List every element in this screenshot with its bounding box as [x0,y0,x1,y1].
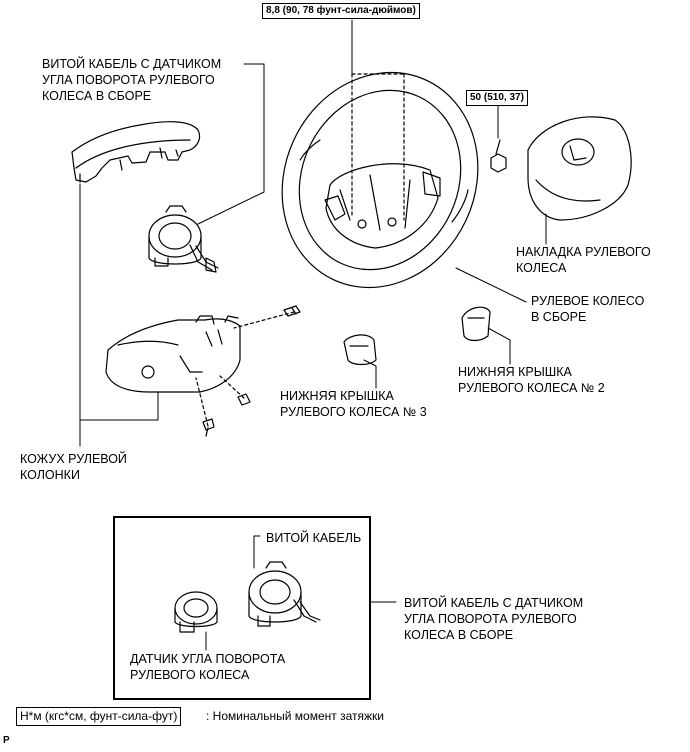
legend-units-box: Н*м (кгс*см, фунт-сила-фут) [16,707,182,726]
lower-cover-2-part [461,306,491,342]
legend-description: : Номинальный момент затяжки [206,709,384,723]
inset-angle-sensor-part [174,591,218,633]
torque-label-wheel-nut: 8,8 (90, 78 фунт-сила-дюймов) [262,3,420,19]
torque-label-pad-bolt: 50 (510, 37) [466,90,528,106]
assembly-lines-wheel [351,73,405,221]
label-spiral-cable: ВИТОЙ КАБЕЛЬ [266,531,362,545]
leader-lines [79,19,547,447]
label-steering-wheel-pad: НАКЛАДКА РУЛЕВОГО КОЛЕСА [516,245,651,275]
label-spiral-cable-sensor-assy-top: ВИТОЙ КАБЕЛЬ С ДАТЧИКОМ УГЛА ПОВОРОТА РУ… [42,57,222,103]
spiral-cable-sensor-part [148,205,219,273]
label-column-cover: КОЖУХ РУЛЕВОЙ КОЛОНКИ [20,452,127,482]
label-lower-cover-3: НИЖНЯЯ КРЫШКА РУЛЕВОГО КОЛЕСА № 3 [280,389,427,419]
label-steering-wheel-assy: РУЛЕВОЕ КОЛЕСО В СБОРЕ [531,294,645,324]
steering-wheel-part [281,71,479,289]
lower-cover-3-part [343,334,377,366]
assembly-lines-left [195,311,295,427]
label-spiral-cable-sensor-assy-right: ВИТОЙ КАБЕЛЬ С ДАТЧИКОМ УГЛА ПОВОРОТА РУ… [404,596,584,642]
pad-bolt-part [490,139,507,173]
inset-leader-lines [205,535,397,651]
corner-mark: P [3,735,10,746]
inset-frame [113,516,371,700]
inset-spiral-cable-part [248,561,321,627]
lower-column-cover-part [105,315,241,393]
steering-wheel-pad-part [527,116,632,221]
upper-column-cover-part [71,121,201,183]
screw-mid-part [237,393,251,406]
screw-bottom-part [202,418,215,437]
label-lower-cover-2: НИЖНЯЯ КРЫШКА РУЛЕВОГО КОЛЕСА № 2 [458,365,605,395]
label-angle-sensor: ДАТЧИК УГЛА ПОВОРОТА РУЛЕВОГО КОЛЕСА [130,652,286,682]
